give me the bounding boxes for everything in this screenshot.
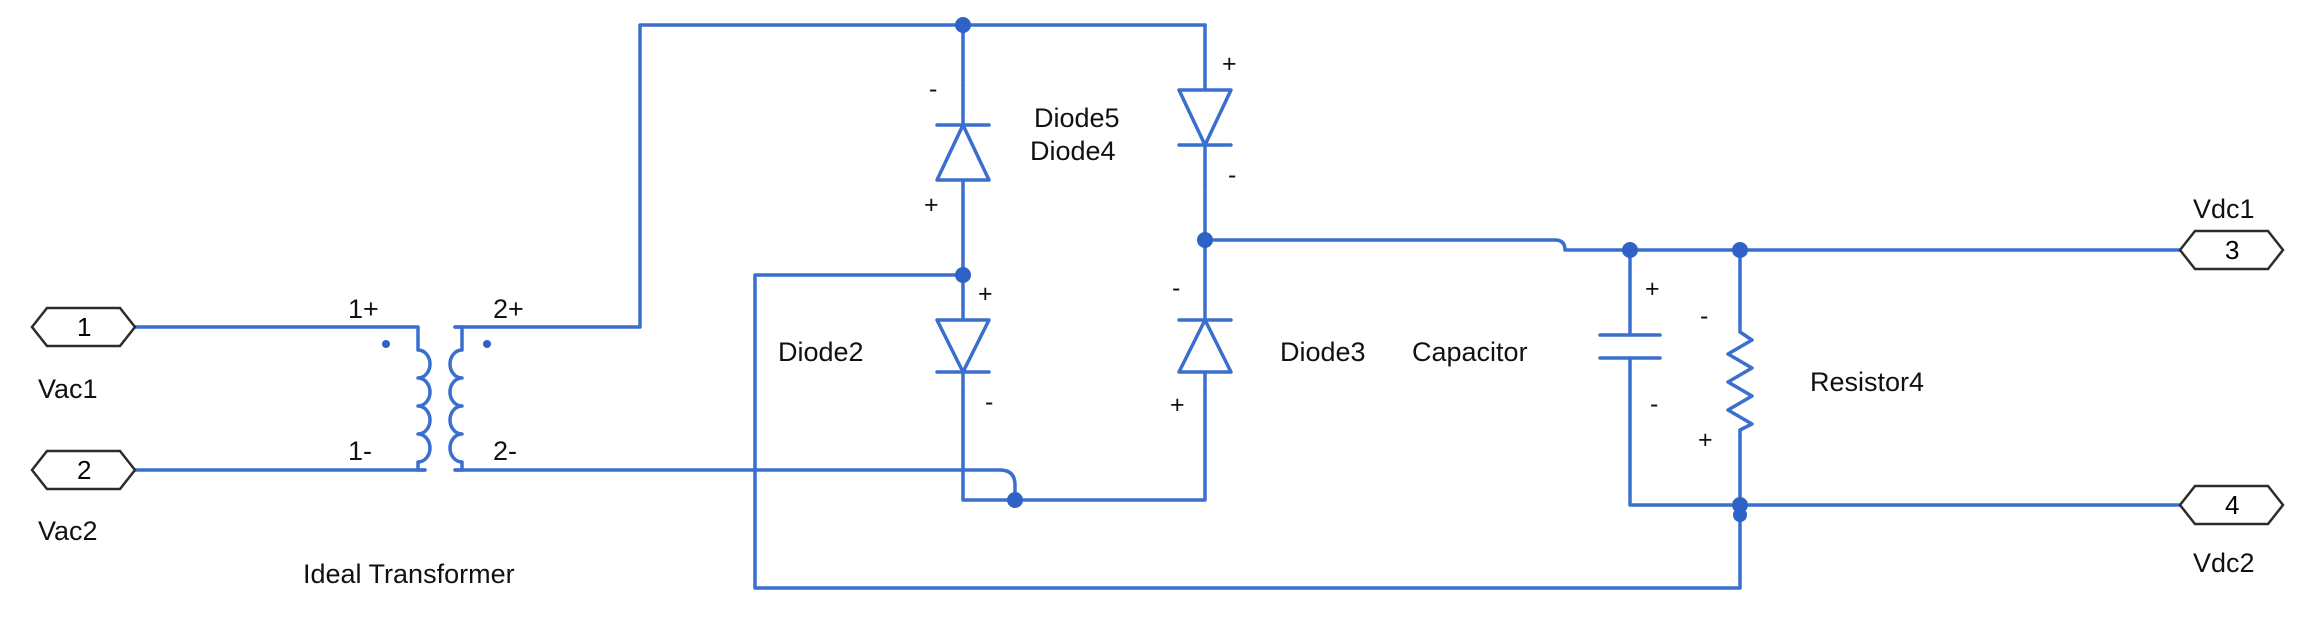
port-vac1[interactable]: 1 Vac1 — [30, 306, 137, 404]
junction-capacitor-top — [1622, 242, 1638, 258]
wires — [133, 23, 2182, 590]
port-vac2-label: Vac2 — [38, 516, 98, 546]
secondary-dot-icon — [483, 340, 491, 348]
junction-bottom-rail — [1007, 492, 1023, 508]
port-vac1-shape — [30, 306, 137, 348]
diode4-symbol — [935, 83, 991, 187]
capacitor-minus-label: - — [1650, 390, 1658, 418]
diode4-plus-label: + — [924, 191, 939, 219]
transformer-secondary-minus: 2- — [493, 436, 517, 466]
junction-negative-return — [1733, 508, 1747, 522]
port-vac1-label: Vac1 — [38, 374, 98, 404]
diode3-minus-label: - — [1172, 274, 1180, 302]
ideal-transformer[interactable]: 1+ 1- 2+ 2- Ideal Transformer — [303, 294, 524, 589]
capacitor-plus-label: + — [1645, 275, 1660, 303]
capacitor-name: Capacitor — [1412, 337, 1528, 367]
resistor-plus-label: + — [1698, 426, 1713, 454]
port-vdc1-shape — [2178, 229, 2285, 271]
diode2-plus-label: + — [978, 280, 993, 308]
capacitor[interactable]: + - Capacitor — [1412, 275, 1662, 418]
secondary-coil — [448, 325, 464, 472]
port-vdc2[interactable]: 4 Vdc2 — [2178, 484, 2285, 578]
port-vdc1-number: 3 — [2225, 235, 2239, 265]
diode5-minus-label: - — [1228, 161, 1236, 189]
diode5[interactable]: + - Diode5 — [1034, 50, 1237, 189]
junctions — [955, 17, 1748, 522]
wire-left-column-bottom[interactable] — [961, 388, 1207, 502]
diode5-plus-label: + — [1222, 50, 1237, 78]
transformer-primary-minus: 1- — [348, 436, 372, 466]
junction-top-node — [955, 17, 971, 33]
diode4[interactable]: - + Diode4 — [924, 75, 1116, 219]
junction-resistor-bottom — [1732, 497, 1748, 513]
port-vdc1-label: Vdc1 — [2193, 194, 2255, 224]
transformer-primary-plus: 1+ — [348, 294, 379, 324]
primary-coil — [376, 325, 432, 472]
junction-right-mid — [1197, 232, 1213, 248]
wire-capacitor-bottom[interactable] — [1628, 356, 2182, 507]
resistor4[interactable]: - + Resistor4 — [1698, 302, 1924, 454]
junction-left-mid — [955, 267, 971, 283]
diode5-symbol — [1177, 83, 1233, 187]
port-vdc2-label: Vdc2 — [2193, 548, 2255, 578]
junction-resistor-top — [1732, 242, 1748, 258]
diode5-name: Diode5 — [1034, 103, 1120, 133]
diode4-name: Diode4 — [1030, 136, 1116, 166]
wire-dc-positive[interactable] — [1203, 238, 2182, 252]
resistor-zigzag-icon — [1726, 320, 1754, 438]
diode4-minus-label: - — [929, 75, 937, 103]
resistor-minus-label: - — [1700, 302, 1708, 330]
port-vac2-number: 2 — [77, 455, 91, 485]
transformer-name: Ideal Transformer — [303, 559, 515, 589]
wire-negative-return[interactable] — [753, 273, 1742, 590]
primary-dot-icon — [382, 340, 390, 348]
diode3-symbol — [1177, 303, 1233, 392]
diode3-name: Diode3 — [1280, 337, 1366, 367]
diode3[interactable]: - + Diode3 — [1170, 274, 1366, 419]
diode2-minus-label: - — [985, 388, 993, 416]
transformer-secondary-plus: 2+ — [493, 294, 524, 324]
port-vdc1[interactable]: 3 Vdc1 — [2178, 194, 2285, 271]
port-vdc2-number: 4 — [2225, 490, 2239, 520]
wire-secondary-minus[interactable] — [453, 468, 1017, 502]
resistor-name: Resistor4 — [1810, 367, 1924, 397]
diode2-symbol — [935, 303, 991, 392]
diode2-name: Diode2 — [778, 337, 864, 367]
diode2[interactable]: + - Diode2 — [778, 280, 993, 416]
wire-secondary-plus[interactable] — [453, 23, 1207, 329]
capacitor-symbol — [1598, 333, 1662, 360]
diode3-plus-label: + — [1170, 391, 1185, 419]
port-vac2-shape — [30, 449, 137, 491]
port-vac1-number: 1 — [77, 312, 91, 342]
port-vdc2-shape — [2178, 484, 2285, 526]
port-vac2[interactable]: 2 Vac2 — [30, 449, 137, 546]
